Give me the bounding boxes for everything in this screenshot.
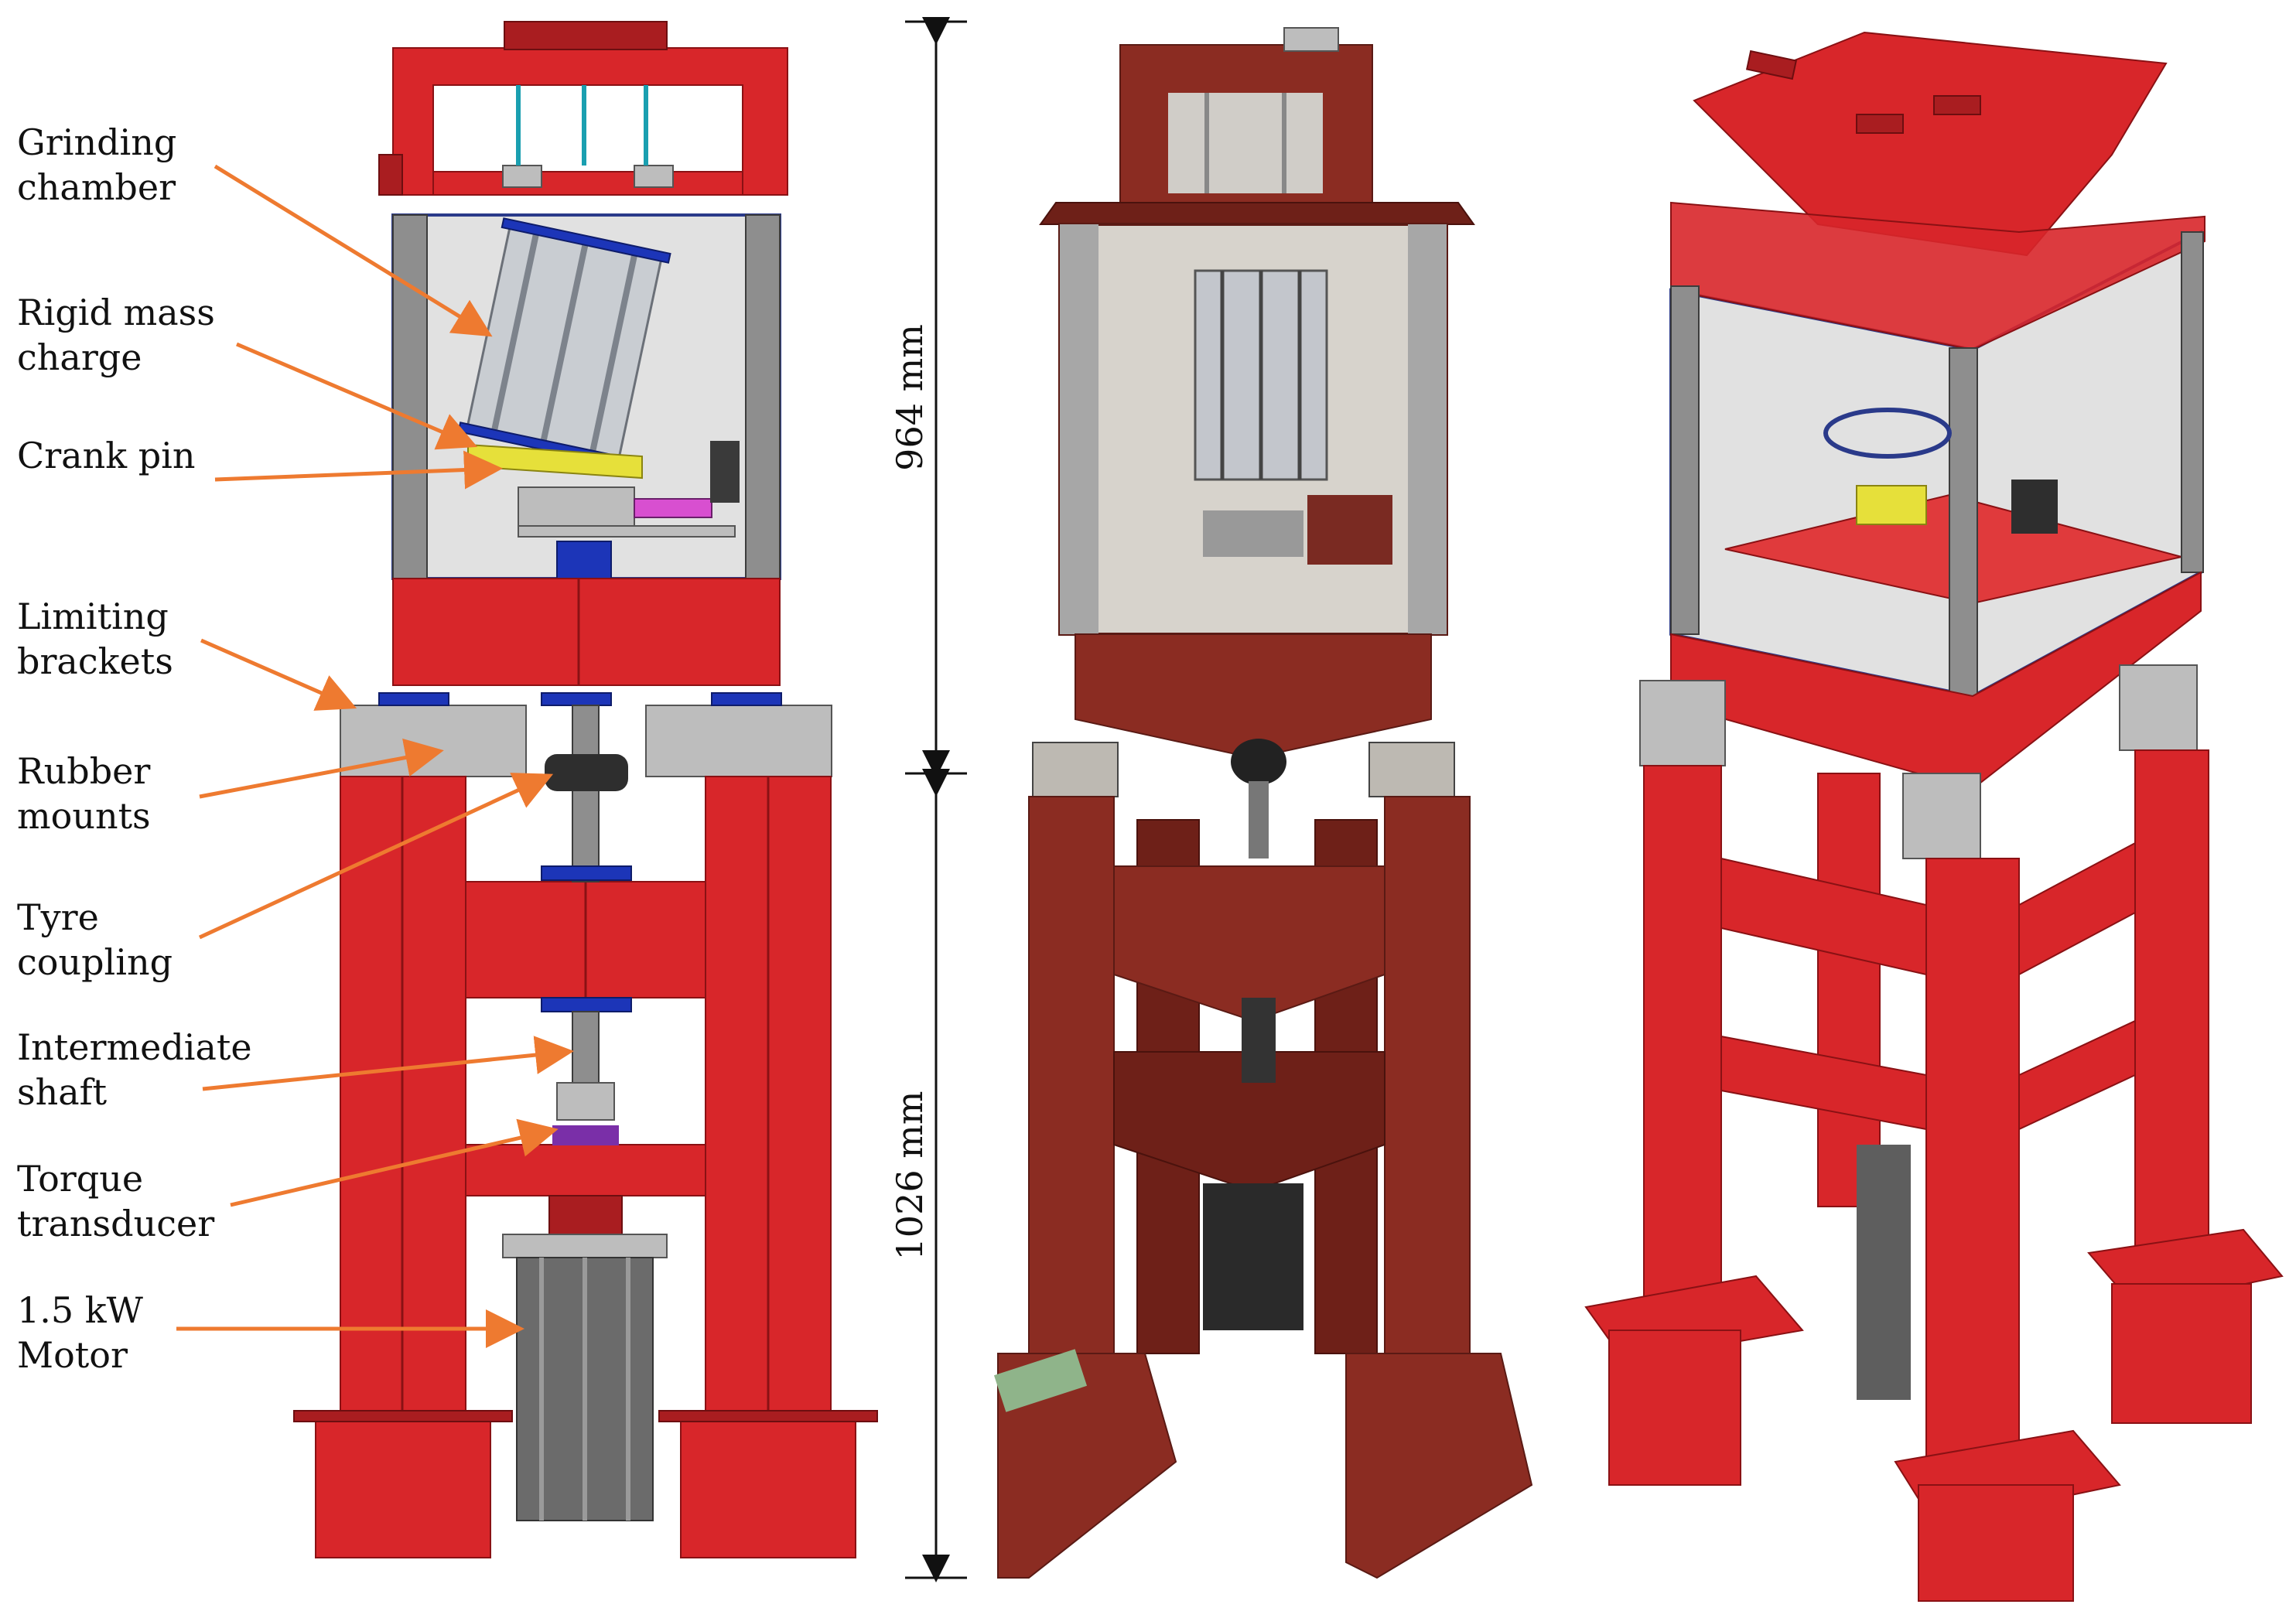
photo-view (993, 27, 1533, 1579)
dimension-lines: 964 mm 1026 mm (889, 17, 967, 1582)
cad-front-view (293, 21, 878, 1558)
cad-isometric-view (1584, 31, 2284, 1602)
left-foot (315, 1410, 491, 1558)
right-foot (680, 1410, 856, 1558)
right-bracket (645, 705, 832, 777)
leader-arrows (176, 164, 574, 1348)
tyre-coupling-part (545, 754, 628, 791)
label-crank-pin: Crank pin (17, 435, 196, 476)
chamber-base (392, 578, 781, 686)
dim-upper: 964 mm (889, 324, 931, 471)
dim-lower: 1026 mm (889, 1091, 931, 1261)
